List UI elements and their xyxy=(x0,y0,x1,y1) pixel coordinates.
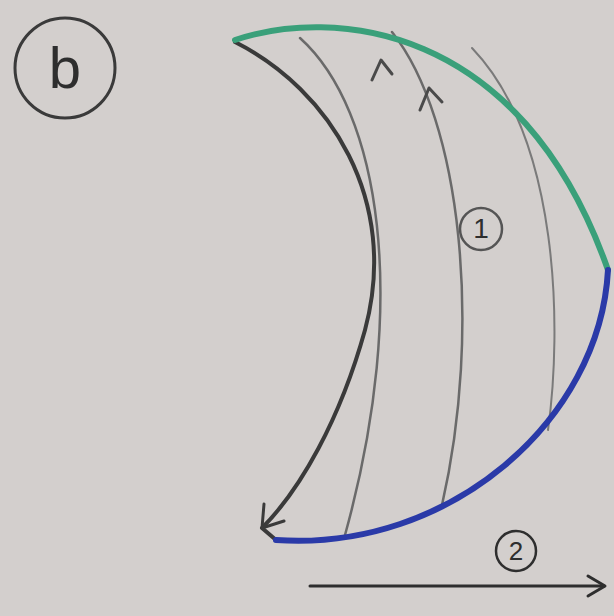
callout-number: 2 xyxy=(509,538,523,564)
flow-arrow xyxy=(420,88,442,110)
inner-boundary xyxy=(235,42,374,540)
flow-line xyxy=(472,48,554,430)
flow-line xyxy=(392,32,462,505)
callout-circle xyxy=(460,208,502,250)
direction-arrow-head xyxy=(588,576,605,596)
callout-number: 1 xyxy=(473,215,489,243)
direction-arrow xyxy=(310,585,604,588)
callout-circle xyxy=(496,531,536,571)
green-boundary xyxy=(235,27,608,270)
flow-arrow xyxy=(372,60,392,80)
callout-number: b xyxy=(49,39,81,97)
blue-boundary xyxy=(276,270,608,541)
callout-circle xyxy=(15,18,115,118)
